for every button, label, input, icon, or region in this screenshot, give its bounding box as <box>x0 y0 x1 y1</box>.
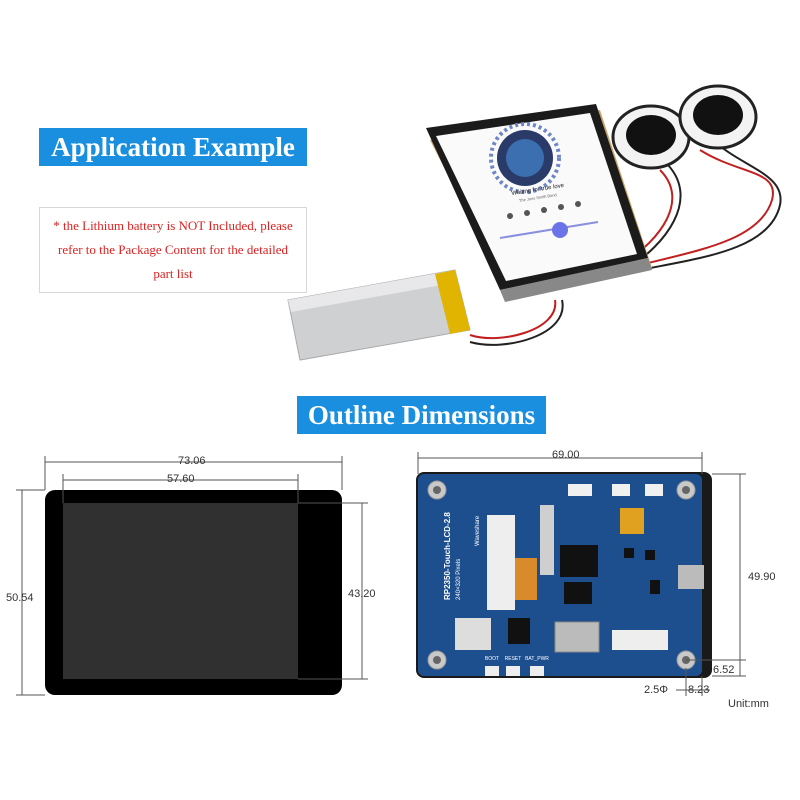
dim-active-width: 57.60 <box>167 473 195 485</box>
note-line-2: refer to the Package Content for the det… <box>58 242 288 257</box>
front-view <box>16 456 368 696</box>
back-view-pcb: BOOT RESET BAT_PWR RP2350-Touch-LCD-2.8 … <box>416 452 746 696</box>
application-photo: Waiting for true love The Jons Smith Ban… <box>287 84 782 361</box>
dim-overall-width: 73.06 <box>178 455 206 467</box>
application-example-heading: Application Example <box>39 128 307 166</box>
board-brand-label: Waveshare <box>475 515 481 546</box>
artist-name: The Jons Smith Band <box>518 192 557 203</box>
dim-hole-diameter: 2.5Φ <box>644 684 669 696</box>
note-line-1: * the Lithium battery is NOT Included, p… <box>53 218 293 233</box>
boot-button-label: BOOT <box>485 656 499 662</box>
dim-overall-height: 50.54 <box>6 592 34 604</box>
board-model-label: RP2350-Touch-LCD-2.8 <box>443 512 452 600</box>
speaker-right <box>678 84 758 150</box>
reset-button-label: RESET <box>505 656 522 662</box>
dim-active-height: 43.20 <box>348 588 376 600</box>
unit-label: Unit:mm <box>728 698 769 710</box>
lithium-battery <box>287 269 471 361</box>
note-line-3: part list <box>153 266 193 281</box>
battery-note: * the Lithium battery is NOT Included, p… <box>39 207 307 293</box>
dim-hole-offset-v: 6.52 <box>713 664 735 676</box>
outline-dimensions-heading: Outline Dimensions <box>297 396 546 434</box>
dim-hole-offset-h: 8.23 <box>688 684 710 696</box>
touch-device <box>426 104 652 302</box>
board-resolution-label: 240×320 Pixels <box>456 559 462 600</box>
speaker-left <box>611 104 691 170</box>
dim-board-width: 69.00 <box>552 449 580 461</box>
bat-pwr-button-label: BAT_PWR <box>525 656 549 662</box>
dim-board-height: 49.90 <box>748 571 776 583</box>
